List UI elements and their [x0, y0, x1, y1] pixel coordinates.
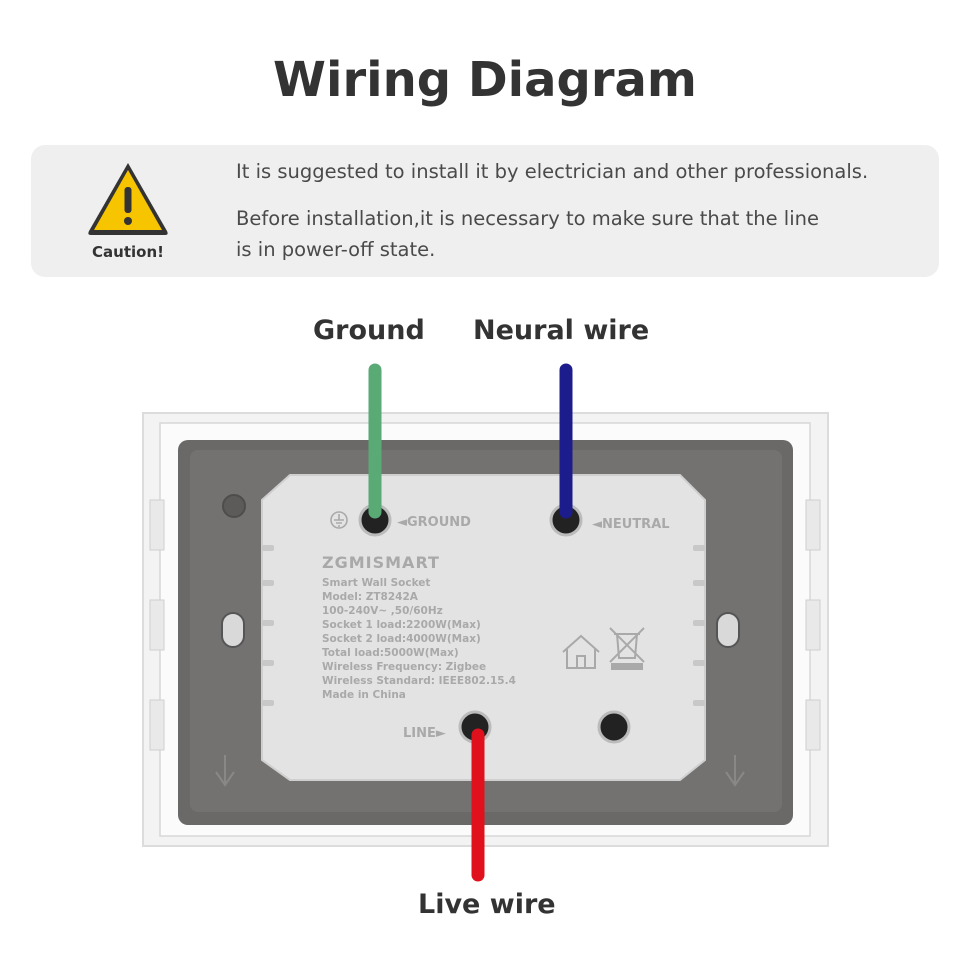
module-housing: [261, 474, 706, 781]
indoor-use-house-icon: [562, 634, 600, 669]
plate-hole: [222, 494, 246, 518]
ground-symbol-icon: [330, 511, 348, 529]
caution-note-professional: It is suggested to install it by electri…: [236, 160, 869, 183]
neutral-terminal-label: ◄NEUTRAL: [592, 517, 670, 532]
spare-terminal: [597, 710, 631, 744]
spec-line: Socket 1 load:2200W(Max): [322, 619, 481, 631]
ground-terminal-label: ◄GROUND: [397, 515, 471, 530]
caution-panel: Caution! It is suggested to install it b…: [31, 145, 939, 277]
caution-note-power-off: Before installation,it is necessary to m…: [236, 203, 819, 265]
warning-triangle-icon: [88, 163, 168, 235]
spec-line: Socket 2 load:4000W(Max): [322, 633, 481, 645]
spec-list: Smart Wall Socket Model: ZT8242A 100-240…: [322, 577, 516, 701]
page-title: Wiring Diagram: [273, 52, 697, 108]
spec-line: 100-240V~ ,50/60Hz: [322, 605, 443, 617]
spec-line: Made in China: [322, 689, 406, 701]
spec-line: Smart Wall Socket: [322, 577, 430, 589]
spec-line: Total load:5000W(Max): [322, 647, 459, 659]
crossed-bin-icon: [609, 627, 645, 670]
spec-line: Wireless Frequency: Zigbee: [322, 661, 486, 673]
brand-logo: ZGMISMART: [322, 553, 440, 572]
caution-note-line-2: is in power-off state.: [236, 238, 436, 261]
mount-slot-left: [221, 612, 245, 648]
line-terminal-label: LINE►: [403, 726, 446, 741]
neutral-wire-label: Neural wire: [473, 315, 650, 346]
caution-note-line-1: Before installation,it is necessary to m…: [236, 207, 819, 230]
caution-label: Caution!: [92, 243, 164, 261]
spec-line: Wireless Standard: IEEE802.15.4: [322, 675, 516, 687]
live-wire-label: Live wire: [418, 889, 556, 920]
mount-slot-right: [716, 612, 740, 648]
spec-line: Model: ZT8242A: [322, 591, 419, 603]
ground-wire-label: Ground: [313, 315, 425, 346]
